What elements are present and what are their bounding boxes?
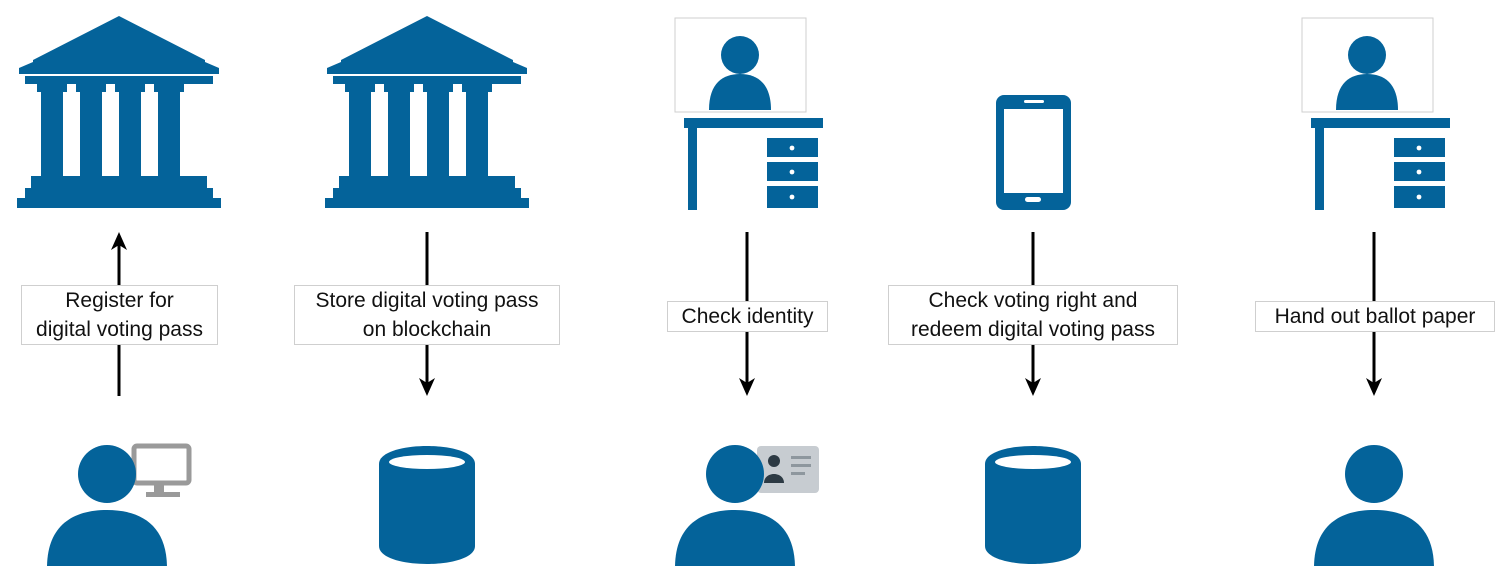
step-label-4: Check voting right and redeem digital vot… [888, 285, 1178, 345]
official-at-desk-icon [674, 17, 824, 211]
database-icon [379, 446, 475, 564]
step-label-1: Register for digital voting pass [21, 285, 218, 345]
step-label-line: redeem digital voting pass [911, 318, 1155, 341]
user-with-id-card-icon [675, 445, 819, 566]
step-label-line: Hand out ballot paper [1274, 305, 1476, 328]
step-label-line: Check voting right and [928, 289, 1138, 312]
step-label-2: Store digital voting pass on blockchain [294, 285, 560, 345]
step-label-3: Check identity [667, 301, 828, 332]
step-label-line: digital voting pass [36, 318, 203, 341]
government-building-icon [17, 16, 221, 208]
computer-monitor-icon [131, 443, 192, 497]
step-label-line: Register for [65, 289, 174, 312]
database-icon [985, 446, 1081, 564]
government-building-icon [325, 16, 529, 208]
smartphone-icon [996, 95, 1071, 210]
step-label-line: Store digital voting pass [315, 289, 539, 312]
step-label-line: Check identity [681, 305, 814, 328]
official-at-desk-icon [1301, 17, 1451, 211]
user-with-computer-icon [47, 443, 192, 566]
user-icon [1314, 445, 1434, 566]
id-card-icon [757, 446, 819, 493]
step-label-line: on blockchain [362, 318, 492, 341]
step-label-5: Hand out ballot paper [1255, 301, 1495, 332]
